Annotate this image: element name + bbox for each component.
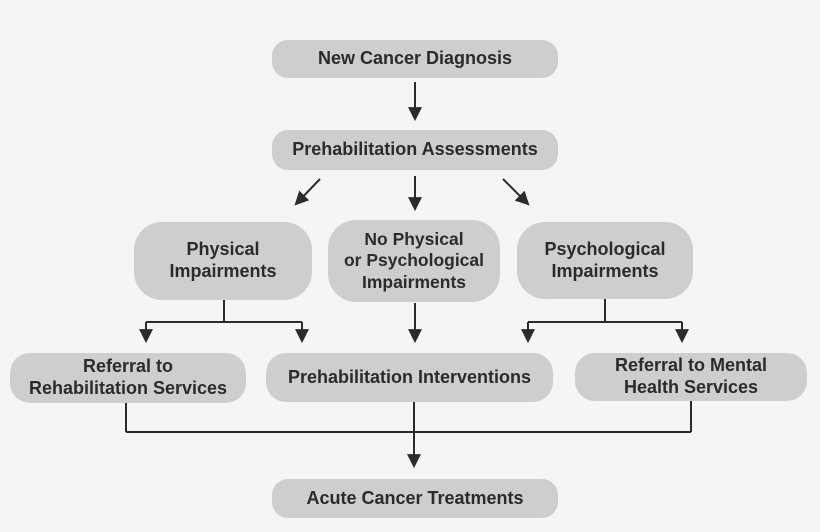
node-referral-mental-health-services: Referral to Mental Health Services — [575, 353, 807, 401]
node-no-impairments: No Physical or Psychological Impairments — [328, 220, 500, 302]
node-psychological-impairments: Psychological Impairments — [517, 222, 693, 299]
node-prehabilitation-interventions: Prehabilitation Interventions — [266, 353, 553, 402]
node-physical-impairments: Physical Impairments — [134, 222, 312, 300]
connector-psychological-split — [528, 299, 682, 323]
arrow-assessments-to-psychological — [502, 178, 530, 206]
node-acute-cancer-treatments: Acute Cancer Treatments — [272, 479, 558, 518]
connector-bottom-merge — [125, 401, 692, 433]
arrow-assessments-to-physical — [294, 178, 321, 206]
node-referral-rehabilitation-services: Referral to Rehabilitation Services — [10, 353, 246, 403]
node-prehabilitation-assessments: Prehabilitation Assessments — [272, 130, 558, 170]
node-new-cancer-diagnosis: New Cancer Diagnosis — [272, 40, 558, 78]
connector-physical-split — [146, 299, 302, 323]
